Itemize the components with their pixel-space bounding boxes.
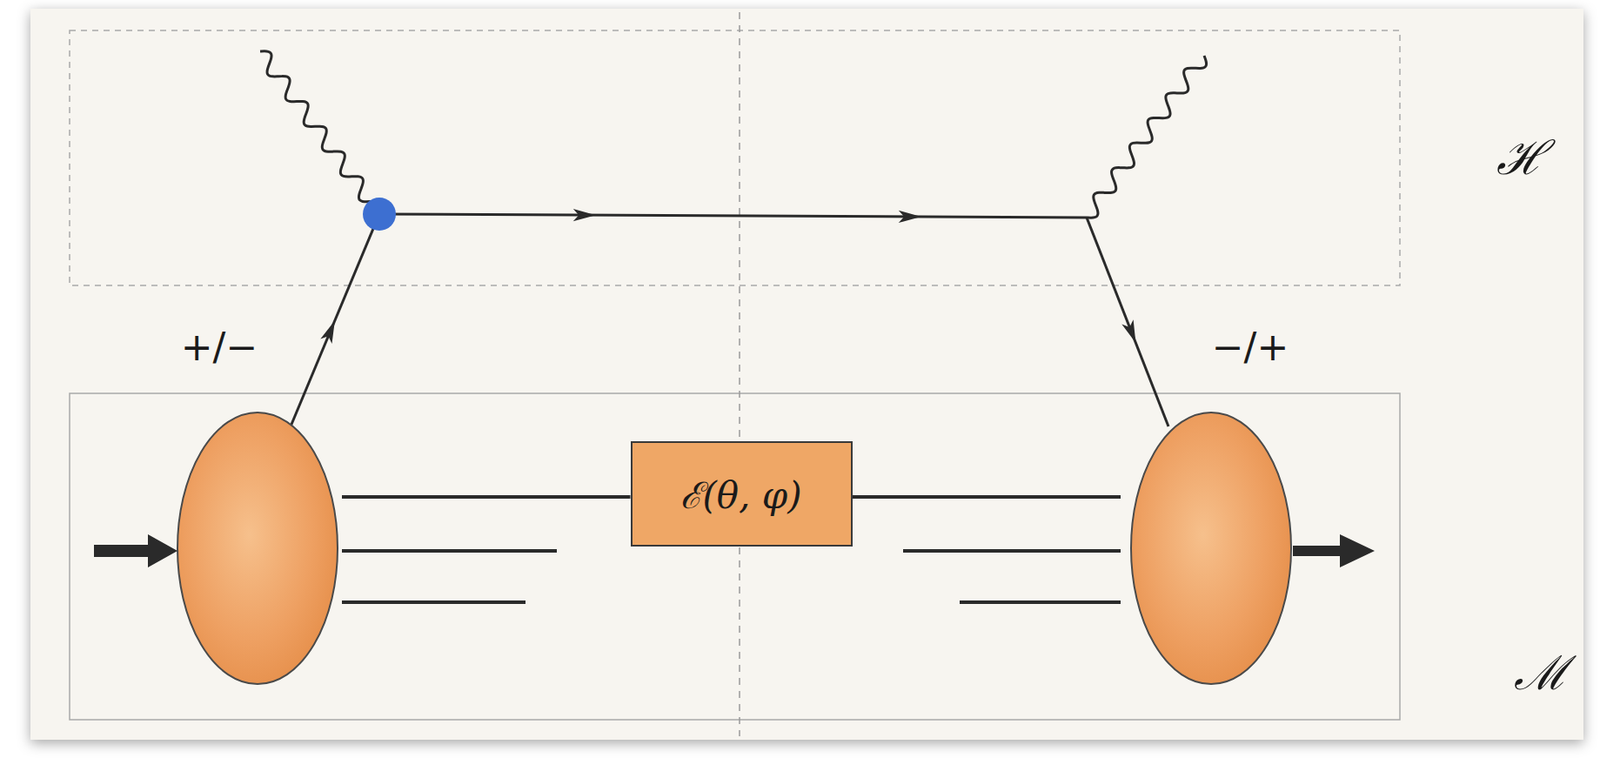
quark-arrow	[573, 208, 596, 221]
region-label: ℳ	[1513, 649, 1568, 697]
photon-line	[1086, 55, 1207, 218]
quark-line	[379, 214, 1087, 218]
detector-label: ℰ(θ, φ)	[680, 468, 802, 519]
helicity-label: +/−	[180, 328, 259, 367]
photon-line	[260, 51, 382, 215]
quark-arrow	[1121, 319, 1142, 345]
region-label: ℋ	[1496, 134, 1547, 182]
spectator-line	[341, 548, 557, 553]
quark-arrow	[320, 317, 341, 344]
detector-box: ℰ(θ, φ)	[630, 441, 853, 547]
soft-region	[69, 393, 1400, 720]
spectator-line	[903, 548, 1121, 553]
hard-region	[69, 30, 1400, 286]
spectator-line	[852, 495, 1122, 499]
hadron-blob	[1131, 412, 1292, 684]
feynman-graph	[93, 51, 1375, 684]
spectator-line	[341, 600, 526, 604]
helicity-label: −/+	[1211, 328, 1290, 367]
spectator-line	[959, 600, 1121, 604]
quark-line	[290, 214, 380, 427]
spectator-line	[341, 495, 631, 499]
beam-arrow	[93, 534, 178, 568]
beam-arrow	[1292, 534, 1375, 568]
quark-arrow	[898, 210, 922, 223]
vertex-dot	[362, 197, 396, 231]
quark-line	[1086, 217, 1169, 427]
hadron-blob	[177, 412, 338, 684]
cut-line	[738, 12, 741, 737]
